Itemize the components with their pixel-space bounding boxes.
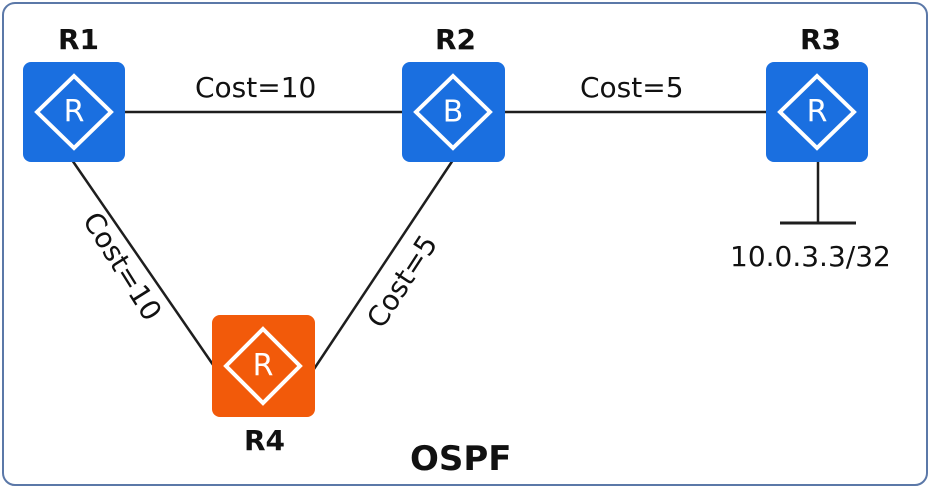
router-r3[interactable]: R R3 [766,23,868,162]
router-icon [766,62,868,162]
router-glyph: R [253,349,274,384]
router-name-r1: R1 [58,23,99,56]
router-name-r3: R3 [800,23,841,56]
router-name-r4: R4 [244,424,285,457]
router-diamond [223,326,303,406]
router-r4[interactable]: R R4 [212,315,315,457]
router-r1[interactable]: R R1 [23,23,125,162]
link-r2-r4 [310,159,455,373]
router-name-r2: R2 [435,23,476,56]
router-diamond [413,73,493,151]
cost-label-r1-r2: Cost=10 [195,71,316,104]
link-r1-r4 [70,159,220,373]
router-glyph: R [64,95,85,130]
router-diamond [777,73,857,151]
router-icon [212,315,315,417]
router-glyph: R [807,95,828,130]
router-diamond [34,73,114,151]
router-icon [23,62,125,162]
router-icon [402,62,505,162]
network-label: 10.0.3.3/32 [730,240,891,273]
router-r2[interactable]: B R2 [402,23,505,162]
cost-label-r2-r3: Cost=5 [580,71,684,104]
router-glyph: B [443,95,464,130]
area-label: OSPF [410,439,512,479]
